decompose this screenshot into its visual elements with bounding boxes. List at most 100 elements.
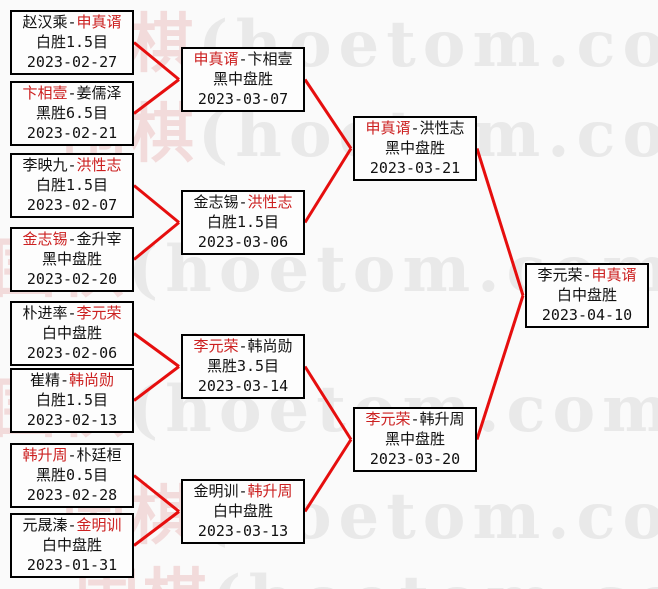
player-name-left: 金志锡	[193, 193, 239, 211]
players-separator: -	[67, 230, 77, 248]
player-name-right: 韩升周	[247, 482, 293, 500]
match-date: 2023-02-07	[26, 196, 118, 214]
match-result: 白中盘胜	[41, 536, 102, 554]
match-date: 2023-02-06	[26, 344, 118, 362]
players-separator: -	[238, 50, 248, 68]
player-name-left: 申真谞	[365, 119, 411, 137]
bracket-connector-line	[133, 365, 180, 402]
player-name-left: 韩升周	[22, 446, 68, 464]
bracket-connector-line	[133, 41, 180, 81]
match-result: 白胜1.5目	[35, 33, 109, 51]
match-result: 白中盘胜	[556, 286, 617, 304]
match-players: 崔精-韩尚勋	[12, 370, 132, 390]
match-result: 黑胜3.5目	[206, 357, 280, 375]
player-name-left: 申真谞	[193, 50, 239, 68]
match-players: 金明训-韩升周	[183, 481, 303, 501]
player-name-right: 韩尚勋	[69, 371, 115, 389]
players-separator: -	[67, 516, 77, 534]
match-date: 2023-04-10	[541, 306, 633, 324]
bracket-connector-line	[133, 184, 180, 224]
player-name-right: 韩升周	[419, 410, 465, 428]
player-name-right: 金升宰	[76, 230, 122, 248]
player-name-right: 洪性志	[76, 156, 122, 174]
player-name-right: 申真谞	[591, 266, 637, 284]
player-name-left: 金明训	[193, 482, 239, 500]
match-players: 韩升周-朴廷桓	[12, 445, 132, 465]
player-name-right: 申真谞	[76, 13, 122, 31]
players-separator: -	[410, 119, 420, 137]
bracket-connector-line	[133, 474, 180, 513]
match-date: 2023-03-07	[197, 90, 289, 108]
match-result: 白胜1.5目	[35, 391, 109, 409]
bracket-connector-line	[133, 510, 180, 547]
bracket-connector-line	[475, 295, 525, 440]
player-name-right: 韩尚勋	[247, 337, 293, 355]
match-date: 2023-02-13	[26, 411, 118, 429]
match-players: 李映九-洪性志	[12, 155, 132, 175]
match-result: 白中盘胜	[41, 324, 102, 342]
player-name-left: 赵汉乘	[22, 13, 68, 31]
match-date: 2023-02-27	[26, 53, 118, 71]
player-name-left: 元晟溱	[22, 516, 68, 534]
match-players: 申真谞-卞相壹	[183, 49, 303, 69]
match-box-semifinal-1: 申真谞-洪性志黑中盘胜 2023-03-21	[353, 116, 477, 181]
match-result: 白中盘胜	[212, 502, 273, 520]
match-box-round-of-16-8: 元晟溱-金明训白中盘胜 2023-01-31	[10, 513, 134, 578]
players-separator: -	[238, 193, 248, 211]
match-date: 2023-03-06	[197, 233, 289, 251]
player-name-right: 朴廷桓	[76, 446, 122, 464]
match-date: 2023-03-14	[197, 377, 289, 395]
player-name-right: 卞相壹	[247, 50, 293, 68]
match-players: 李元荣-韩升周	[355, 409, 475, 429]
match-date: 2023-03-21	[369, 159, 461, 177]
match-result: 黑胜0.5目	[35, 466, 109, 484]
match-result: 黑中盘胜	[212, 70, 273, 88]
players-separator: -	[238, 482, 248, 500]
match-result: 白胜1.5目	[35, 176, 109, 194]
players-separator: -	[67, 446, 77, 464]
match-date: 2023-02-28	[26, 486, 118, 504]
match-box-round-of-16-5: 朴进率-李元荣白中盘胜 2023-02-06	[10, 301, 134, 366]
bracket-connector-line	[303, 365, 353, 441]
players-separator: -	[67, 84, 77, 102]
bracket-connector-line	[133, 221, 180, 261]
match-result: 黑胜6.5目	[35, 104, 109, 122]
player-name-left: 崔精	[29, 371, 60, 389]
player-name-left: 朴进率	[22, 304, 68, 322]
player-name-right: 洪性志	[247, 193, 293, 211]
player-name-right: 洪性志	[419, 119, 465, 137]
bracket-connector-line	[303, 438, 353, 513]
match-players: 赵汉乘-申真谞	[12, 12, 132, 32]
player-name-left: 李元荣	[193, 337, 239, 355]
players-separator: -	[410, 410, 420, 428]
match-date: 2023-01-31	[26, 556, 118, 574]
match-box-round-of-16-1: 赵汉乘-申真谞白胜1.5目 2023-02-27	[10, 10, 134, 75]
player-name-left: 李映九	[22, 156, 68, 174]
player-name-left: 金志锡	[22, 230, 68, 248]
player-name-left: 卞相壹	[22, 84, 68, 102]
match-players: 朴进率-李元荣	[12, 303, 132, 323]
bracket-connector-line	[303, 147, 353, 224]
match-result: 黑中盘胜	[384, 430, 445, 448]
bracket-connector-line	[475, 148, 525, 296]
match-players: 卞相壹-姜儒泽	[12, 83, 132, 103]
match-players: 金志锡-洪性志	[183, 192, 303, 212]
players-separator: -	[59, 371, 70, 389]
match-players: 元晟溱-金明训	[12, 515, 132, 535]
players-separator: -	[582, 266, 592, 284]
match-date: 2023-03-13	[197, 522, 289, 540]
match-result: 黑中盘胜	[41, 250, 102, 268]
match-result: 黑中盘胜	[384, 139, 445, 157]
player-name-right: 李元荣	[76, 304, 122, 322]
match-result: 白胜1.5目	[206, 213, 280, 231]
